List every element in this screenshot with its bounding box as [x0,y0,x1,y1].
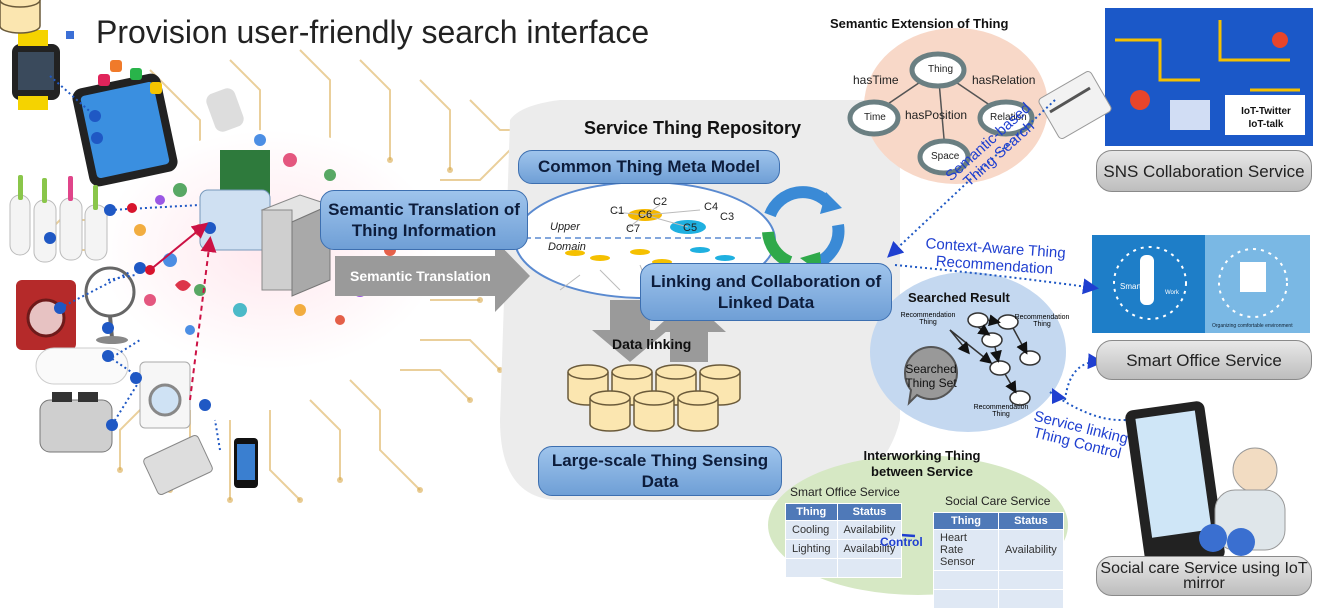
ontology-node: C2 [653,196,668,208]
node-time: Time [864,112,886,123]
table-cell [933,570,999,590]
ontology-node: C3 [720,211,735,223]
sns-service-button[interactable]: SNS Collaboration Service [1096,150,1312,192]
interworking-title: Interworking Thing between Service [863,448,981,479]
ontology-upper-label: Upper [550,221,580,233]
semantic-translation-arrow-label: Semantic Translation [350,268,491,284]
router-icon [206,88,244,132]
table-cell: Availability [836,539,903,559]
meta-model-box: Common Thing Meta Model [518,150,780,184]
searched-result-title: Searched Result [908,290,1010,305]
smart-office-service-button[interactable]: Smart Office Service [1096,340,1312,380]
sns-image-text: IoT-talk [1248,119,1284,130]
rabbit-devices-icon [9,194,31,256]
table-cell: Heart Rate Sensor [933,529,999,571]
searched-thing-set-label: Searched Thing Set [905,362,957,390]
cycle-icon [762,186,845,274]
air-purifier-icon [35,347,129,385]
table-cell [933,589,999,609]
ontology-node: C7 [626,223,641,235]
ontology-node: C5 [683,222,698,234]
iot-mirror-image [1125,401,1286,569]
control-label: Control [880,535,923,549]
repository-title: Service Thing Repository [584,118,802,138]
table-cell: Lighting [785,539,838,559]
sns-image-text: IoT-Twitter [1241,106,1291,117]
table-cell: Availability [998,529,1064,571]
recommendation-label: Recommendation Thing [900,312,956,326]
table-row [933,589,1064,609]
recommendation-label: Recommendation Thing [1014,314,1070,328]
bullet-icon [66,30,74,39]
data-linking-label: Data linking [612,336,692,352]
table-header: Thing [785,503,838,521]
smart-image-text: Work [1165,290,1179,296]
toaster-icon [39,399,113,453]
semantic-extension-title: Semantic Extension of Thing [830,16,1009,31]
ontology-node: C1 [610,205,625,217]
database-cylinders [0,0,741,432]
social-care-service-button[interactable]: Social care Service using IoT mirror [1096,556,1312,596]
table-header: Status [998,512,1064,530]
node-thing: Thing [928,64,954,75]
table-cell [998,589,1064,609]
edge-has-relation: hasRelation [972,73,1036,87]
circuit-background [39,49,560,501]
ontology-node: C4 [704,201,719,213]
table-row [785,558,903,578]
recommendation-label: Recommendation Thing [973,404,1029,418]
page-title: Provision user-friendly search interface [66,14,649,51]
linking-box: Linking and Collaboration of Linked Data [640,263,892,321]
table-cell [785,558,838,578]
right-service-title: Social Care Service [945,494,1051,508]
table-cell [998,570,1064,590]
table-row [933,570,1064,590]
sensing-data-box: Large-scale Thing Sensing Data [538,446,782,496]
pen-tablet-icon [1038,71,1112,139]
node-space: Space [931,151,960,162]
searched-set-bubble [903,346,959,406]
edge-has-position: hasPosition [905,108,968,122]
ontology-node: C6 [638,209,653,221]
semantic-translation-info-box: Semantic Translation of Thing Informatio… [320,190,528,250]
table-header: Status [836,503,903,521]
data-linking-up-arrow [652,298,726,362]
edge-has-time: hasTime [853,73,899,87]
smart-image-text: Smart [1120,282,1142,291]
ontology-domain-label: Domain [548,241,586,253]
table-cell [836,558,903,578]
node-relation: Relation [990,112,1027,123]
iot-devices [9,30,332,495]
left-service-title: Smart Office Service [790,485,900,499]
table-header: Thing [933,512,999,530]
semantic-translation-arrow [335,240,530,312]
table-cell: Cooling [785,520,838,540]
meter-icon [143,435,213,495]
smart-image-caption: Organizing comfortable environment [1212,323,1293,329]
